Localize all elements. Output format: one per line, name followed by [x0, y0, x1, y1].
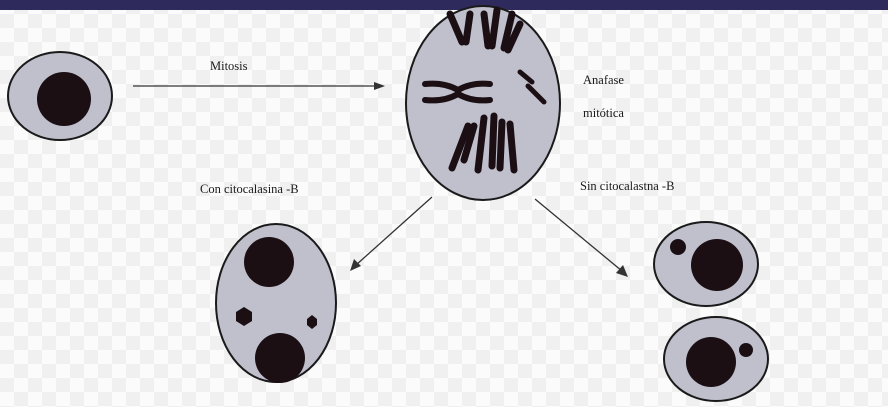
daughter-nucleus-lower: [686, 337, 736, 387]
daughter-micronucleus-upper: [670, 239, 686, 255]
nucleus-upper: [244, 237, 294, 287]
daughter-cell-lower: [664, 317, 768, 401]
parent-nucleus: [37, 72, 91, 126]
anaphase-label-line1: Anafase: [583, 73, 624, 87]
mitosis-label: Mitosis: [210, 59, 248, 73]
anaphase-label-line2: mitótica: [583, 106, 624, 120]
no-cytochalasin-arrow: [535, 199, 628, 277]
daughter-micronucleus-lower: [739, 343, 753, 357]
binucleated-cell: [216, 224, 336, 383]
mitosis-arrow: [133, 82, 385, 90]
anaphase-cell: [406, 6, 560, 200]
cytochalasin-arrow: [350, 197, 432, 271]
without-cytochalasin-label: Sin citocalastna -B: [580, 179, 674, 193]
with-cytochalasin-label: Con citocalasina -B: [200, 182, 299, 196]
nucleus-lower: [255, 333, 305, 383]
daughter-cell-upper: [654, 222, 758, 306]
daughter-nucleus-upper: [691, 239, 743, 291]
parent-cell: [8, 52, 112, 140]
